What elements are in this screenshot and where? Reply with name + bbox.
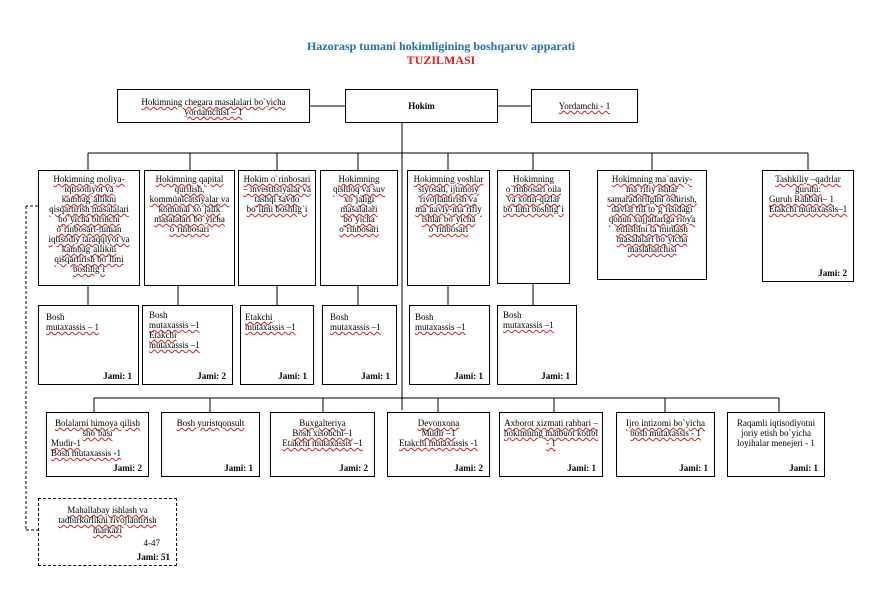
department-5-line-1: Axborot xizmati rahbari – hokimning matb… (504, 418, 598, 448)
mahalla-center-title: Mahallabay ishlash va tadbirkorlikni riv… (58, 505, 157, 535)
department-7-line-1: Raqamli iqtisodiyotni joriy etish bo`yic… (736, 418, 816, 448)
department-6-line-1: Ijro intizomi bo`yicha bosh mutaxassis -… (626, 418, 705, 438)
department-box-4: Devonxona Mudir –1 Etakchi mutaxassis -1… (387, 412, 490, 477)
department-7-total: Jami: 1 (789, 463, 818, 473)
deputy-box-1: Hokimning moliya-iqtisodiyot va kambag`a… (38, 170, 140, 286)
staff-2-line-1: Bosh (149, 310, 168, 320)
department-4-total: Jami: 2 (454, 463, 483, 473)
assistant-box: Yordamchi - 1 (531, 89, 638, 123)
department-box-7: Raqamli iqtisodiyotni joriy etish bo`yic… (727, 412, 825, 477)
department-5-total: Jami: 1 (567, 463, 596, 473)
department-4-line-3: Etakchi mutaxassis -1 (399, 438, 478, 448)
staff-6-line-2: mutaxassis –1 (503, 320, 554, 330)
department-2-total: Jami: 1 (224, 463, 253, 473)
mahalla-center-code: 4-47 (143, 538, 161, 548)
border-affairs-assistant-box: Hokimning chegara masalalari bo`yicha yo… (117, 89, 310, 123)
deputy-box-7: Hokimning ma`naviy-ma`rifiy ishlar samar… (597, 170, 707, 280)
assistant-label: Yordamchi - 1 (558, 101, 611, 111)
tashkiliy-title: Tashkiliy –qadrlar guruhi: (775, 174, 841, 194)
deputy-label-2: Hokimning qapital qurilish, kommunicatsi… (149, 174, 230, 234)
deputy-label-6: Hokimning o`rinbosari oila va xotin-qizl… (503, 174, 564, 214)
deputy-label-5: Hokimning yoshlar siyosati, ijtimoiy riv… (413, 174, 484, 234)
staff-box-6: Bosh mutaxassis –1 Jami: 1 (497, 305, 577, 385)
border-affairs-assistant-label: Hokimning chegara masalalari bo`yicha yo… (141, 97, 286, 117)
mahalla-center-total: Jami: 51 (136, 552, 170, 562)
department-box-3: Buxgalteriya Bosh xisobchi–1 Etakchi mut… (270, 412, 375, 477)
department-1-line-1: Bolalarni himoya qilish sho`basi (55, 418, 140, 438)
deputy-box-4: Hokimning qishloq va suv xo`jaligi masal… (320, 170, 398, 286)
department-1-line-2: Mudir-1 (51, 438, 81, 448)
staff-3-total: Jami: 1 (278, 371, 307, 381)
deputy-label-7: Hokimning ma`naviy-ma`rifiy ishlar samar… (607, 174, 697, 254)
staff-box-3: Etakchi mutaxassis –1 Jami: 1 (240, 305, 314, 385)
hokim-label: Hokim (408, 101, 435, 111)
department-6-total: Jami: 1 (679, 463, 708, 473)
tashkiliy-line-2: Etakchi mutaxassis–1 (769, 204, 848, 214)
staff-5-line-1: Bosh (415, 312, 434, 322)
staff-5-total: Jami: 1 (454, 371, 483, 381)
deputy-box-6: Hokimning o`rinbosari oila va xotin-qizl… (497, 170, 570, 284)
department-box-5: Axborot xizmati rahbari – hokimning matb… (499, 412, 603, 477)
staff-4-line-1: Bosh (330, 312, 349, 322)
staff-1-total: Jami: 1 (103, 371, 132, 381)
department-box-2: Bosh yuristqonsult Jami: 1 (161, 412, 260, 477)
deputy-box-3: Hokim o`rinbosari – investitsiyalar va t… (238, 170, 316, 286)
deputy-label-3: Hokim o`rinbosari – investitsiyalar va t… (243, 174, 311, 214)
staff-2-total: Jami: 2 (197, 371, 226, 381)
staff-3-line-2: mutaxassis –1 (245, 322, 296, 332)
staff-6-line-1: Bosh (503, 310, 522, 320)
staff-box-1: Bosh mutaxassis – 1 Jami: 1 (38, 305, 139, 385)
department-3-total: Jami: 2 (339, 463, 368, 473)
staff-2-line-3: Etakchi (149, 330, 177, 340)
hokim-box: Hokim (345, 89, 498, 123)
mahalla-center-box: Mahallabay ishlash va tadbirkorlikni riv… (38, 498, 177, 566)
department-2-line-1: Bosh yuristqonsult (176, 418, 245, 428)
department-4-line-1: Devonxona (417, 418, 460, 428)
staff-4-total: Jami: 1 (361, 371, 390, 381)
tashkiliy-total: Jami: 2 (818, 268, 847, 278)
staff-4-line-2: mutaxassis –1 (330, 322, 381, 332)
department-4-line-2: Mudir –1 (421, 428, 456, 438)
staff-5-line-2: mutaxassis –1 (415, 322, 466, 332)
staff-3-line-1: Etakchi (245, 312, 273, 322)
tashkiliy-line-1: Guruh Rahbari– 1 (769, 194, 834, 204)
staff-2-line-2: mutaxassis –1 (149, 320, 200, 330)
department-1-total: Jami: 2 (113, 463, 142, 473)
chart-title: Hazorasp tumani hokimligining boshqaruv … (306, 39, 576, 53)
staff-6-total: Jami: 1 (541, 371, 570, 381)
staff-box-2: Bosh mutaxassis –1 Etakchi mutaxassis –1… (142, 305, 233, 385)
department-3-line-1: Buxgalteriya (299, 418, 346, 428)
staff-box-4: Bosh mutaxassis –1 Jami: 1 (322, 305, 397, 385)
deputy-label-1: Hokimning moliya-iqtisodiyot va kambag`a… (48, 174, 130, 274)
department-3-line-3: Etakchi mutaxassis –1 (282, 438, 363, 448)
department-box-1: Bolalarni himoya qilish sho`basi Mudir-1… (46, 412, 149, 477)
deputy-label-4: Hokimning qishloq va suv xo`jaligi masal… (332, 174, 385, 234)
chart-subtitle: TUZILMASI (406, 53, 476, 67)
department-3-line-2: Bosh xisobchi–1 (292, 428, 353, 438)
deputy-box-5: Hokimning yoshlar siyosati, ijtimoiy riv… (407, 170, 490, 286)
staff-1-line-2: mutaxassis – 1 (46, 322, 99, 332)
deputy-box-2: Hokimning qapital qurilish, kommunicatsi… (144, 170, 235, 286)
department-1-line-3: Bosh mutaxassis -1 (51, 448, 122, 458)
staff-box-5: Bosh mutaxassis –1 Jami: 1 (409, 305, 490, 385)
staff-1-line-1: Bosh (46, 312, 65, 322)
tashkiliy-box: Tashkiliy –qadrlar guruhi: Guruh Rahbari… (762, 170, 854, 282)
department-box-6: Ijro intizomi bo`yicha bosh mutaxassis -… (616, 412, 715, 477)
staff-2-line-4: mutaxassis –1 (149, 340, 200, 350)
